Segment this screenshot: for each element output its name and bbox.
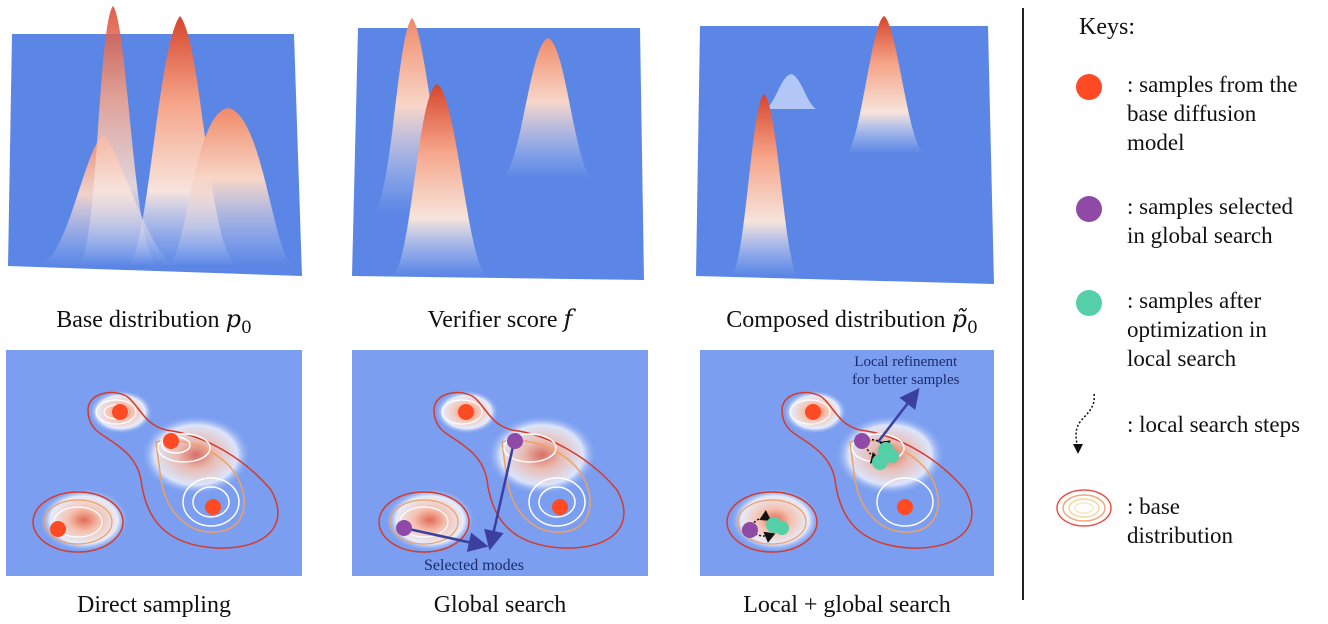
caption-direct-sampling: Direct sampling <box>77 592 231 618</box>
keys-title: Keys: <box>1079 14 1135 40</box>
caption-base-distribution: Base distribution p0 <box>56 305 252 338</box>
legend-divider <box>1022 8 1024 600</box>
key-base-distribution: : base distribution <box>1127 494 1234 548</box>
base-sample-dot <box>50 521 66 537</box>
base-distribution-surface <box>8 6 302 276</box>
base-sample-dot <box>458 404 474 420</box>
global-search-panel <box>352 350 648 576</box>
selected-mode-arrow <box>484 441 516 551</box>
direct-sampling-panel <box>6 350 302 576</box>
key-optimized-samples: : samples after optimization in local se… <box>1127 288 1267 371</box>
local-search-steps-arrow <box>749 527 776 543</box>
verifier-score-surface <box>352 18 644 280</box>
local-search-steps-arrow <box>863 441 882 464</box>
local-refinement-label: Local refinement for better samples <box>852 354 960 388</box>
local-refinement-arrow <box>877 388 920 443</box>
base-sample-dot <box>805 404 821 420</box>
global-selected-key-dot <box>1076 196 1102 222</box>
base-sample-dot <box>112 404 128 420</box>
base-sample-dot <box>163 433 179 449</box>
key-global-selected: : samples selected in global search <box>1127 194 1294 248</box>
optimized-sample-dot <box>775 521 789 535</box>
base-distribution-key-icon <box>1056 489 1112 527</box>
optimized-sample-dot <box>872 454 888 470</box>
selected-mode-arrow <box>403 526 489 553</box>
global-selected-dot <box>742 522 758 538</box>
optimized-key-dot <box>1076 290 1102 316</box>
local-global-search-panel <box>700 350 994 576</box>
optimized-sample-dot <box>885 449 899 463</box>
key-local-search-steps: : local search steps <box>1127 412 1301 437</box>
base-sample-dot <box>897 499 913 515</box>
selected-modes-label: Selected modes <box>424 557 524 574</box>
caption-global-search: Global search <box>433 592 567 618</box>
local-search-step-key-icon <box>1073 393 1095 454</box>
caption-verifier-score: Verifier score f <box>427 305 573 333</box>
caption-composed-distribution: Composed distribution p̃0 <box>726 305 978 338</box>
global-selected-dot <box>396 520 412 536</box>
base-sample-dot <box>552 499 568 515</box>
base-sample-dot <box>205 499 221 515</box>
global-selected-dot <box>507 433 523 449</box>
key-base-samples: : samples from the base diffusion model <box>1127 72 1298 155</box>
base-sample-key-dot <box>1076 74 1102 100</box>
composed-distribution-surface <box>696 16 994 284</box>
caption-local-global-search: Local + global search <box>743 592 951 618</box>
global-selected-dot <box>854 433 870 449</box>
